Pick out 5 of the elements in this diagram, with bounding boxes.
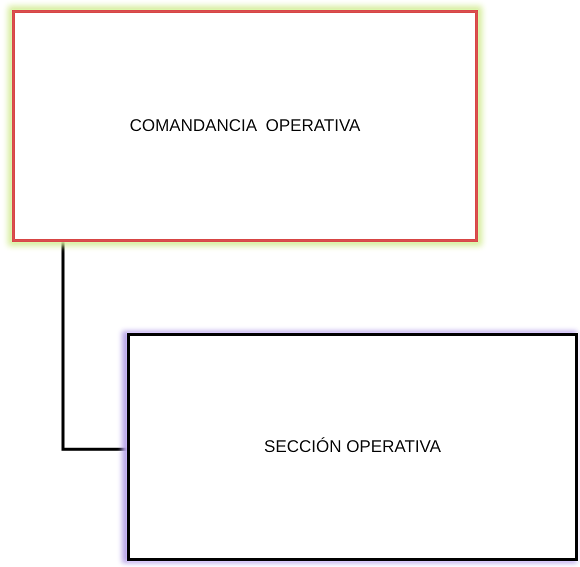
box-label: COMANDANCIA OPERATIVA [130,116,360,136]
org-box [12,10,478,242]
connector-line [62,242,127,451]
box-label: SECCIÓN OPERATIVA [264,437,441,457]
org-box [127,333,578,561]
